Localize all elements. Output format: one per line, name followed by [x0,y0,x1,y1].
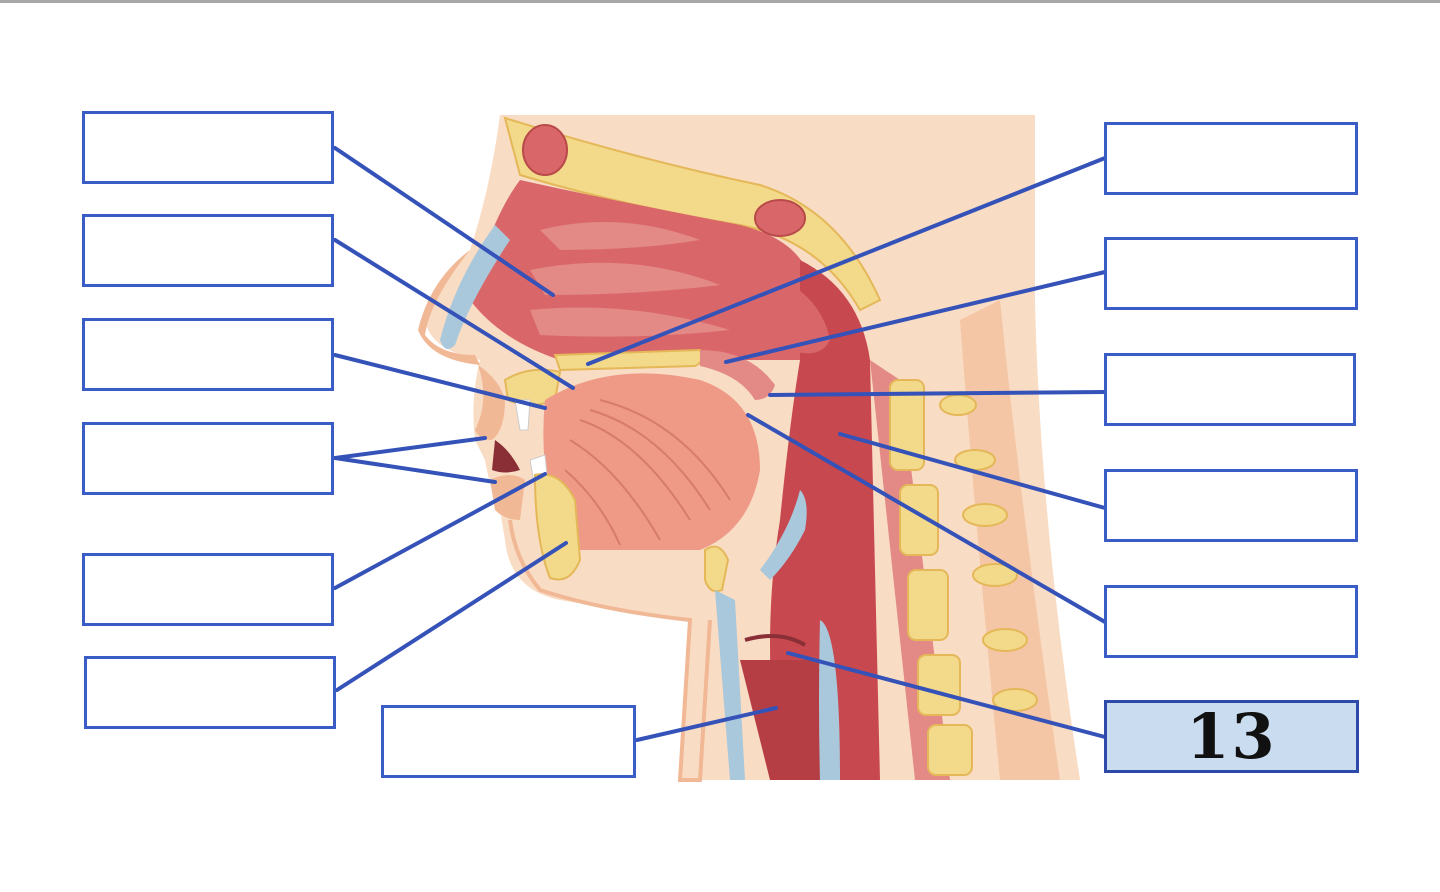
frontal-sinus [522,124,568,176]
label-box-L3[interactable] [82,318,334,391]
label-box-L2[interactable] [82,214,334,287]
leader-lines [333,146,1107,742]
esophagus [819,620,840,780]
label-box-L4[interactable] [82,422,334,495]
epiglottis [760,490,807,580]
label-box-L7[interactable] [381,705,636,778]
soft-palate [700,350,775,400]
label-box-R2[interactable] [1104,237,1358,310]
label-box-L6[interactable] [84,656,336,729]
label-text: 13 [1186,699,1277,773]
label-box-R4[interactable] [1104,469,1358,542]
larynx-cartilage [715,590,745,780]
pharynx [770,260,880,780]
label-box-L1[interactable] [82,111,334,184]
vertebrae [889,379,973,776]
hyoid [704,545,730,593]
upper-teeth [514,399,531,431]
label-box-R6[interactable]: 13 [1104,700,1359,773]
label-box-R1[interactable] [1104,122,1358,195]
lower-lip [490,475,525,520]
mandible [533,473,582,581]
label-box-L5[interactable] [82,553,334,626]
vocal-folds [744,634,807,647]
label-box-R5[interactable] [1104,585,1358,658]
nose [418,250,480,365]
upper-lip [475,365,505,440]
trachea [740,660,830,780]
top-divider [0,0,1440,3]
nasal-conchae [540,222,700,250]
sphenoid-sinus [754,199,806,237]
label-box-R3[interactable] [1104,353,1356,426]
